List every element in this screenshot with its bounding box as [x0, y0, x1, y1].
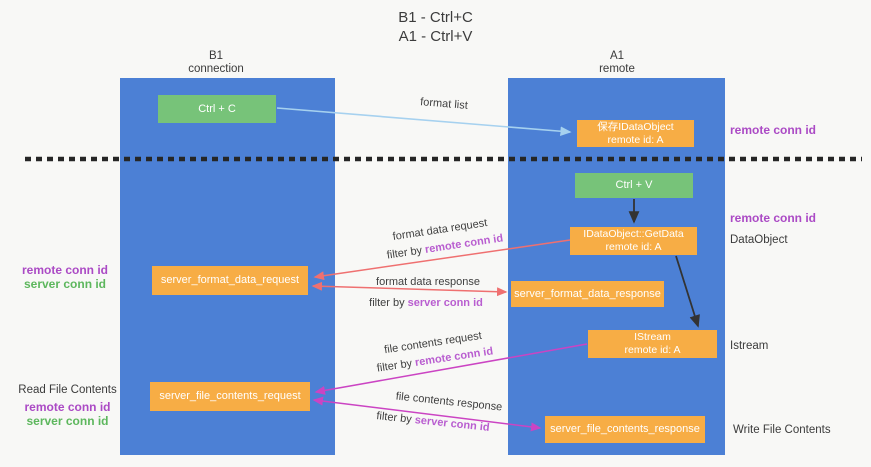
- left-server-conn-id-1: server conn id: [23, 277, 107, 291]
- server-conn-id-text: server conn id: [407, 297, 483, 309]
- left-server-conn-id-2: server conn id: [26, 414, 109, 428]
- arrow-format-data-request: [313, 239, 571, 281]
- side-label-remote-conn-id-save: remote conn id: [730, 123, 817, 137]
- read-file-contents-label: Read File Contents: [18, 384, 117, 396]
- arrow-file-contents-request: [314, 343, 588, 395]
- side-group-file-conn-ids: Read File Contents remote conn id server…: [15, 383, 120, 428]
- edge-label-filter-server-1: filter by server conn id: [363, 297, 489, 309]
- left-remote-conn-id-1: remote conn id: [21, 263, 108, 277]
- side-label-dataobject: DataObject: [730, 234, 788, 246]
- column-a1-name: A1: [609, 50, 625, 62]
- column-a1-role: remote: [599, 63, 635, 75]
- filter-by-text: filter by: [369, 297, 408, 309]
- arrow-getdata-to-istream: [675, 255, 700, 328]
- column-header-a1: A1 remote: [527, 50, 707, 76]
- arrow-format-data-response: [311, 281, 508, 297]
- left-remote-conn-id-2: remote conn id: [24, 400, 111, 414]
- side-group-format-conn-ids: remote conn id server conn id: [15, 263, 115, 291]
- side-label-istream: Istream: [730, 340, 769, 352]
- title-line-2: A1 - Ctrl+V: [398, 28, 473, 45]
- title-line-1: B1 - Ctrl+C: [398, 9, 473, 26]
- side-label-remote-conn-id-ctrlv: remote conn id: [730, 211, 817, 225]
- arrow-format-list: [276, 107, 572, 137]
- diagram-title: B1 - Ctrl+C A1 - Ctrl+V: [0, 8, 871, 46]
- column-b1-name: B1: [208, 50, 224, 62]
- column-b1-role: connection: [188, 63, 244, 75]
- column-header-b1: B1 connection: [126, 50, 306, 76]
- arrow-file-contents-response: [312, 396, 542, 432]
- side-label-write-file-contents: Write File Contents: [733, 424, 831, 436]
